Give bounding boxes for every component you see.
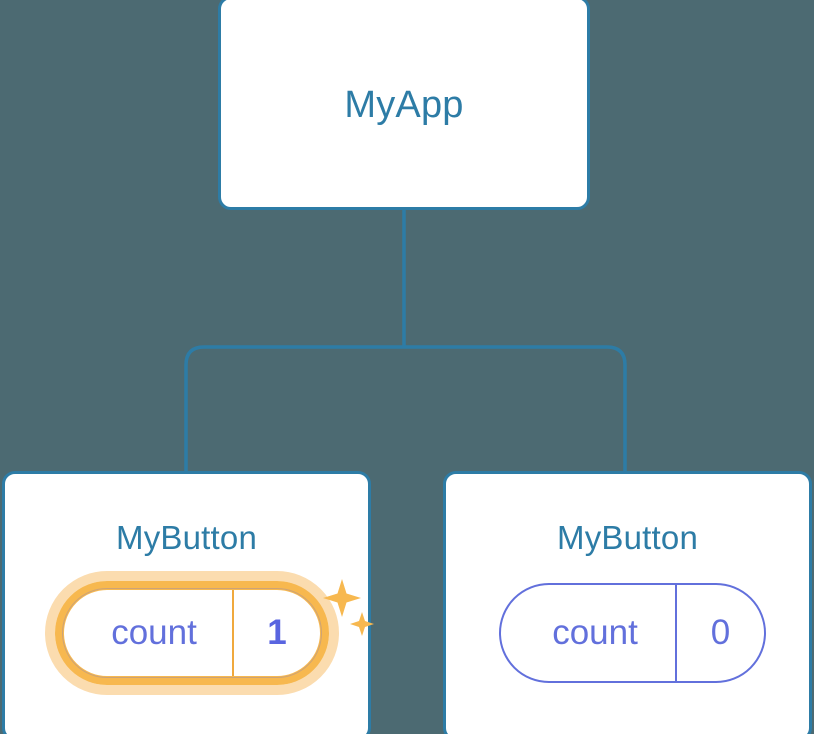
node-mybutton-right-title: MyButton bbox=[557, 519, 698, 556]
state-pill-right-key: count bbox=[501, 585, 677, 681]
state-pill-left-key: count bbox=[64, 590, 234, 676]
state-pill-right-wrap: count 0 bbox=[446, 569, 809, 709]
node-myapp[interactable]: MyApp bbox=[218, 0, 590, 210]
node-mybutton-left[interactable]: MyButton count 1 bbox=[2, 471, 374, 734]
state-pill-left-glow bbox=[45, 571, 339, 695]
state-pill-left[interactable]: count 1 bbox=[64, 590, 320, 676]
state-pill-right[interactable]: count 0 bbox=[499, 583, 766, 683]
state-pill-right-value: 0 bbox=[710, 613, 731, 652]
node-myapp-title: MyApp bbox=[344, 84, 464, 126]
state-pill-left-value: 1 bbox=[267, 613, 287, 652]
node-mybutton-left-title: MyButton bbox=[116, 519, 257, 556]
node-mybutton-right[interactable]: MyButton count 0 bbox=[443, 471, 812, 734]
state-pill-left-ring bbox=[55, 581, 329, 685]
edge-root-to-child-left bbox=[184, 345, 404, 474]
state-pill-left-wrap: count 1 bbox=[5, 569, 374, 709]
edge-root-to-child-right bbox=[404, 345, 627, 474]
